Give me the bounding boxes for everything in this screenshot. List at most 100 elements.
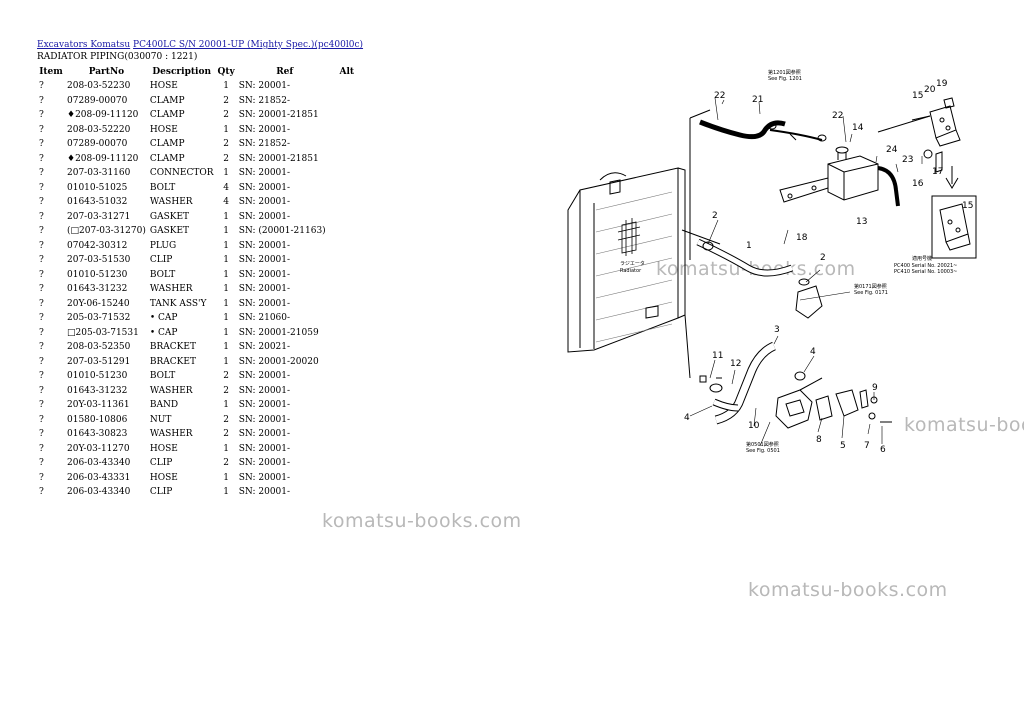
cell-partno: 20Y-03-11270 [67, 443, 130, 454]
cell-item: ? [39, 226, 44, 237]
cell-alt [333, 485, 361, 500]
cell-alt [333, 398, 361, 413]
cell-partno: 01010-51025 [67, 182, 128, 193]
cell-ref: SN: 20001-20020 [238, 356, 319, 367]
cell-item: ? [39, 472, 44, 483]
cell-item: ? [39, 313, 44, 324]
radiator-drawing [567, 109, 721, 379]
inset-detail [931, 166, 977, 259]
diagram-label: 22 [714, 91, 725, 101]
cell-item: ? [39, 371, 44, 382]
cell-qty: 2 [223, 458, 229, 469]
diagram-label: 5 [840, 441, 846, 451]
diagram-label: 3 [774, 325, 780, 335]
breadcrumb-link-excavators[interactable]: Excavators Komatsu [37, 40, 131, 50]
cell-ref: SN: 20001- [238, 385, 291, 396]
cell-item: ? [39, 269, 44, 280]
diagram-label: 2 [712, 211, 718, 221]
radiator-caption: Radiator [620, 268, 642, 274]
diagram-label: 1 [746, 241, 752, 251]
cell-desc: BRACKET [149, 356, 196, 367]
cell-desc: BAND [149, 400, 179, 411]
cell-qty: 4 [223, 182, 229, 193]
cell-ref: SN: 20001- [238, 458, 291, 469]
cell-desc: BRACKET [149, 342, 196, 353]
watermark-text: komatsu-books.com [748, 579, 948, 601]
cell-partno: 01643-30823 [67, 429, 128, 440]
cell-item: ? [39, 168, 44, 179]
cell-alt [333, 442, 361, 457]
diagram-label: 24 [886, 145, 898, 155]
cell-alt [333, 456, 361, 471]
cell-desc: WASHER [149, 284, 193, 295]
cell-desc: HOSE [149, 81, 178, 92]
cell-qty: 1 [223, 400, 229, 411]
cell-alt [333, 239, 361, 254]
cell-ref: SN: 20001- [238, 472, 291, 483]
cell-alt [333, 355, 361, 370]
cell-item: ? [39, 240, 44, 251]
cell-item: ? [39, 182, 44, 193]
diagram-label: 15 [962, 201, 973, 211]
cell-qty: 1 [223, 313, 229, 324]
cell-ref: SN: 20001- [238, 443, 291, 454]
cell-alt [333, 137, 361, 152]
cell-alt [333, 166, 361, 181]
cell-qty: 4 [223, 197, 229, 208]
cell-item: ? [39, 110, 44, 121]
col-header-item: Item [39, 67, 63, 77]
pump-elbow [699, 375, 892, 429]
cell-qty: 1 [223, 472, 229, 483]
cell-desc: CLIP [149, 458, 173, 469]
col-header-qty: Qty [217, 67, 235, 77]
cell-alt [333, 384, 361, 399]
cell-partno: 208-03-52350 [67, 342, 131, 353]
cell-alt [333, 427, 361, 442]
col-header-alt: Alt [339, 67, 355, 77]
cell-desc: HOSE [149, 443, 178, 454]
ref-0171-jp: 第0171図参照 [854, 283, 887, 290]
breadcrumb-link-model[interactable]: PC400LC S/N 20001-UP (Mighty Spec.)(pc40… [133, 40, 364, 50]
cell-alt [333, 210, 361, 225]
cell-ref: SN: 20001- [238, 429, 291, 440]
cell-partno: 07289-00070 [67, 95, 128, 106]
cell-alt [333, 413, 361, 428]
cell-alt [333, 123, 361, 138]
cell-partno: 01010-51230 [67, 269, 128, 280]
cell-ref: SN: 20001- [238, 240, 291, 251]
diagram-label: 14 [852, 123, 864, 133]
cell-item: ? [39, 443, 44, 454]
cell-desc: BOLT [149, 182, 176, 193]
cell-alt [333, 224, 361, 239]
diagram-label: 7 [864, 441, 870, 451]
diagram-label: 13 [856, 217, 867, 227]
cell-qty: 1 [223, 284, 229, 295]
cell-desc: BOLT [149, 371, 176, 382]
ref-0501: See Fig. 0501 [746, 448, 780, 454]
cell-alt [333, 108, 361, 123]
page-subtitle: RADIATOR PIPING(030070 : 1221) [37, 52, 198, 62]
cell-ref: SN: 20001-21059 [238, 327, 319, 338]
radiator-piping-diagram: 1 2 2 3 4 4 5 6 7 8 9 10 11 12 13 14 15 … [567, 69, 977, 455]
col-header-partno: PartNo [88, 67, 125, 77]
cell-partno: 20Y-06-15240 [67, 298, 130, 309]
cell-desc: HOSE [149, 472, 178, 483]
cell-qty: 2 [223, 110, 229, 121]
cell-item: ? [39, 327, 44, 338]
cell-item: ? [39, 487, 44, 498]
